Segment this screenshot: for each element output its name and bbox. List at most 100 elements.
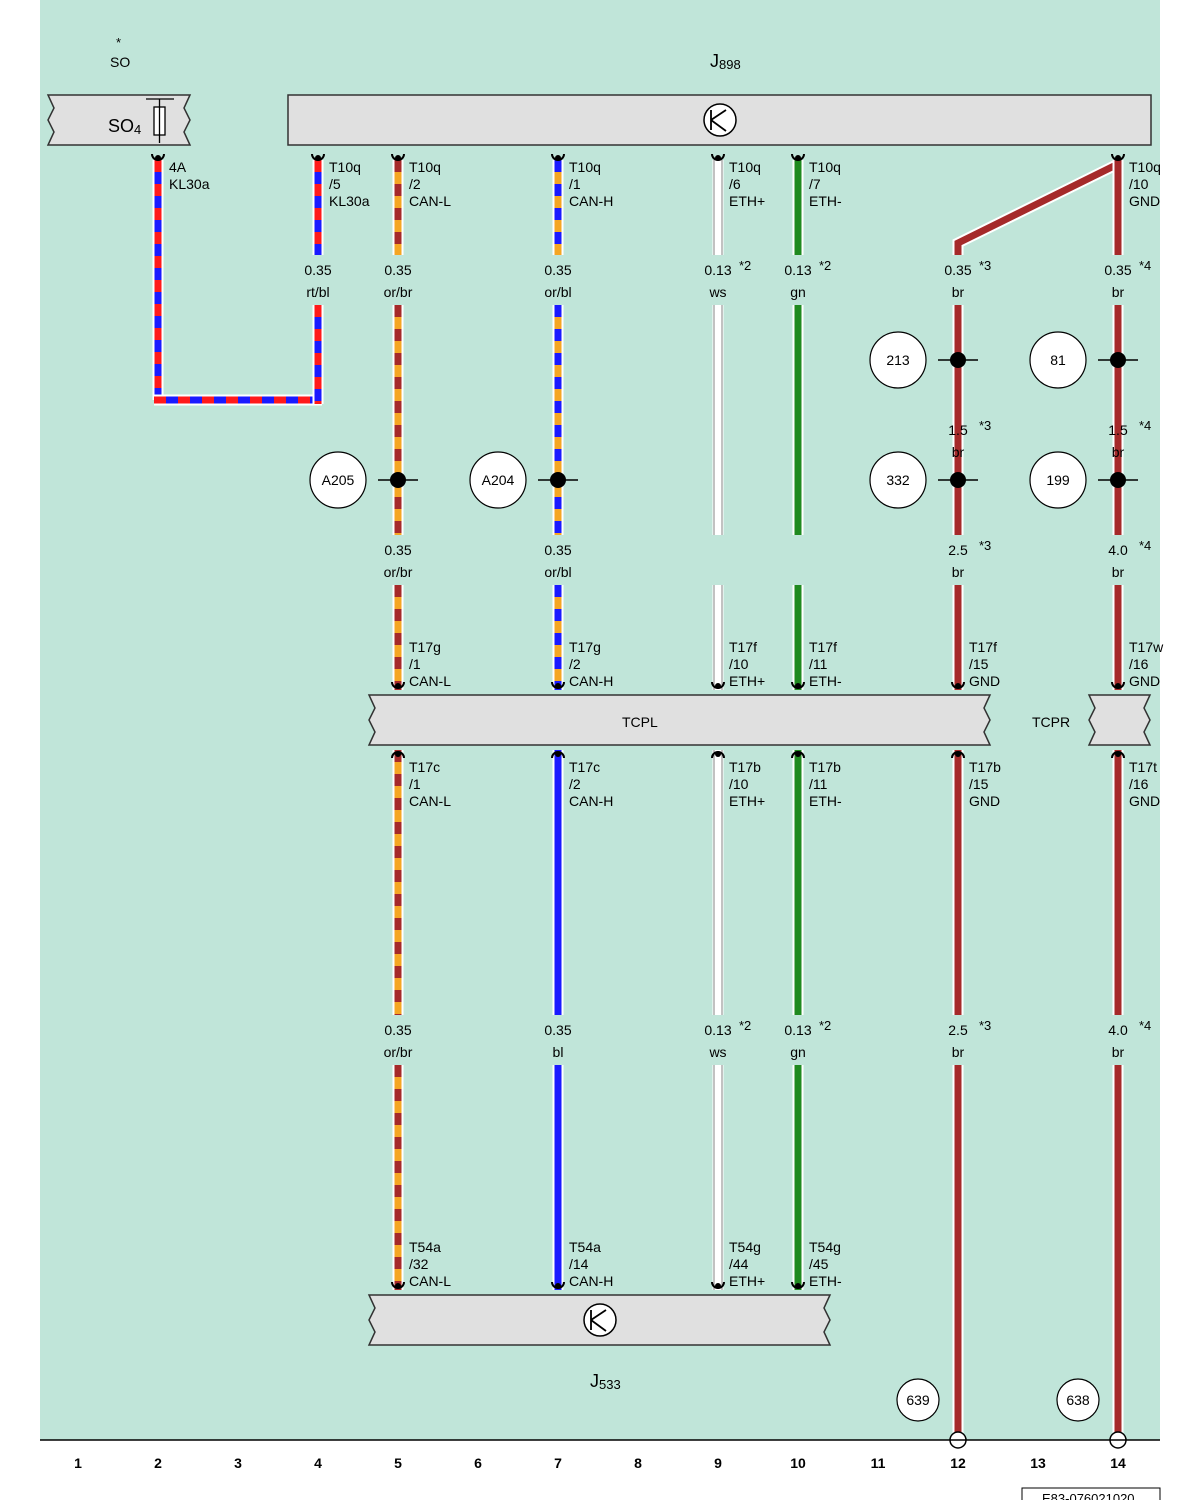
control-unit-icon <box>583 1303 617 1337</box>
wire-segment <box>712 305 724 535</box>
wire-section-size: 0.35 <box>304 262 331 278</box>
column-number: 10 <box>790 1455 806 1471</box>
wire-section-color: br <box>952 564 965 580</box>
pin-contact <box>711 1281 725 1289</box>
pin-label: ETH- <box>809 1273 842 1289</box>
pin-label: GND <box>969 673 1000 689</box>
so4-fuse-box: SO4 <box>46 94 192 146</box>
wire-section-color: gn <box>790 284 806 300</box>
pin-label: CAN-H <box>569 193 613 209</box>
pin-label: GND <box>969 793 1000 809</box>
wire-section-size: 0.35 <box>384 1022 411 1038</box>
pin-label: T10q <box>729 159 761 175</box>
pin-label: T10q <box>569 159 601 175</box>
wire-segment <box>712 585 724 690</box>
pin-label: /10 <box>729 656 749 672</box>
pin-contact <box>551 1281 565 1289</box>
ground-ref-label: 638 <box>1066 1392 1090 1408</box>
tcpr-label: TCPR <box>1032 714 1070 730</box>
column-number: 7 <box>554 1455 562 1471</box>
wire-section-size: 0.13 <box>784 262 811 278</box>
pin-label: /45 <box>809 1256 829 1272</box>
wire-section-note: *3 <box>979 538 991 553</box>
column-number: 8 <box>634 1455 642 1471</box>
pin-contact <box>391 681 405 689</box>
pin-label: /1 <box>569 176 581 192</box>
tcpl-label: TCPL <box>622 714 658 730</box>
pin-label: CAN-L <box>409 193 451 209</box>
pin-label: /5 <box>329 176 341 192</box>
ground-ref <box>1056 1378 1100 1422</box>
wire-section-color: or/bl <box>544 564 571 580</box>
pin-label: /10 <box>1129 176 1149 192</box>
pin-label: /44 <box>729 1256 749 1272</box>
ground-node-label: 199 <box>1046 472 1070 488</box>
column-number: 11 <box>871 1455 886 1471</box>
pin-label: ETH- <box>809 673 842 689</box>
pin-label: /11 <box>809 656 828 672</box>
pin-contact <box>311 153 325 161</box>
wire-section-note: *3 <box>979 418 991 433</box>
column-number: 1 <box>74 1455 82 1471</box>
pin-label: ETH+ <box>729 193 765 209</box>
pin-label: T17f <box>729 639 757 655</box>
wire-section-note: *2 <box>819 258 831 273</box>
wire-section-color: br <box>952 444 965 460</box>
pin-contact <box>791 153 805 161</box>
pin-contact <box>951 681 965 689</box>
wire-section-note: *4 <box>1139 1018 1151 1033</box>
j898-label: J898 <box>710 51 741 72</box>
wire-section-color: br <box>952 284 965 300</box>
pin-contact <box>951 751 965 759</box>
ground-node <box>1029 331 1087 389</box>
wire-section-size: 2.5 <box>948 1022 968 1038</box>
splice-point <box>378 472 418 488</box>
wire-section-color: or/br <box>384 1044 413 1060</box>
pin-contact <box>711 681 725 689</box>
wires-layer <box>151 153 1138 1449</box>
wire-section-size: 0.35 <box>944 262 971 278</box>
pin-label: /15 <box>969 776 989 792</box>
wire-section-note: *4 <box>1139 258 1151 273</box>
pin-contact <box>791 681 805 689</box>
wire-segment <box>712 750 724 1015</box>
pin-label: CAN-H <box>569 1273 613 1289</box>
pin-label: /1 <box>409 656 421 672</box>
control-unit-icon <box>703 103 737 137</box>
wire-section-size: 0.13 <box>784 1022 811 1038</box>
pin-label: /11 <box>809 776 828 792</box>
wire-section-color: ws <box>708 1044 726 1060</box>
wire-section-size: 0.35 <box>384 542 411 558</box>
pin-label: /32 <box>409 1256 429 1272</box>
pin-contact <box>1111 153 1125 161</box>
wire-section-color: br <box>952 1044 965 1060</box>
wire-section-size: 0.13 <box>704 262 731 278</box>
pin-label: /2 <box>569 776 581 792</box>
wire-section-size: 1.5 <box>1108 422 1128 438</box>
wire-segment <box>712 1065 724 1290</box>
fuse-icon <box>146 98 174 143</box>
pin-contact <box>551 751 565 759</box>
pin-contact <box>711 751 725 759</box>
pin-label: ETH+ <box>729 1273 765 1289</box>
pin-label: /16 <box>1129 776 1149 792</box>
wire-section-size: 0.35 <box>1104 262 1131 278</box>
column-number: 3 <box>234 1455 242 1471</box>
wire-section-size: 4.0 <box>1108 542 1128 558</box>
pin-contact <box>551 153 565 161</box>
pin-label: CAN-H <box>569 673 613 689</box>
pin-label: /2 <box>569 656 581 672</box>
wire-section-size: 0.35 <box>544 542 571 558</box>
pin-label: T17c <box>409 759 440 775</box>
pin-label: /7 <box>809 176 821 192</box>
pin-label: /14 <box>569 1256 589 1272</box>
wire-section-size: 0.35 <box>544 1022 571 1038</box>
pin-label: /6 <box>729 176 741 192</box>
wire-section-size: 1.5 <box>948 422 968 438</box>
pin-contact <box>391 153 405 161</box>
wire-section-size: 2.5 <box>948 542 968 558</box>
pin-label: GND <box>1129 673 1160 689</box>
pin-label: T17b <box>729 759 761 775</box>
wire-section-note: *3 <box>979 1018 991 1033</box>
